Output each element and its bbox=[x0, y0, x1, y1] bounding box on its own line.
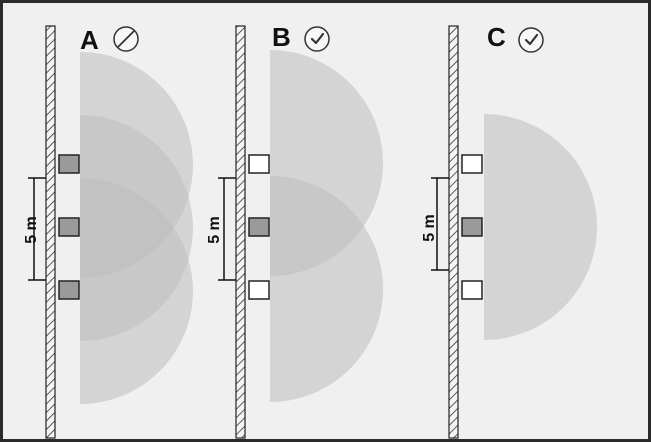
sensors bbox=[248, 154, 270, 300]
coverage-areas bbox=[80, 52, 193, 404]
coverage-zone bbox=[484, 114, 597, 340]
spacing-label: 5 m bbox=[421, 214, 438, 242]
spacing-label: 5 m bbox=[206, 216, 223, 244]
motion-sensor bbox=[461, 217, 483, 237]
coverage-areas bbox=[484, 114, 597, 340]
wall bbox=[235, 25, 246, 439]
motion-sensor bbox=[461, 280, 483, 300]
motion-sensor bbox=[58, 217, 80, 237]
wall bbox=[45, 25, 56, 439]
wall bbox=[448, 25, 459, 439]
motion-sensor bbox=[58, 154, 80, 174]
panel-label: A bbox=[80, 25, 99, 55]
checkmark-icon bbox=[518, 27, 544, 53]
sensors bbox=[461, 154, 483, 300]
checkmark-icon bbox=[304, 26, 330, 52]
motion-sensor bbox=[248, 280, 270, 300]
panel-c: 5 m C bbox=[421, 22, 597, 439]
coverage-zone bbox=[80, 178, 193, 404]
panel-a: 5 m A bbox=[23, 25, 193, 439]
motion-sensor bbox=[248, 154, 270, 174]
panel-label: B bbox=[272, 22, 291, 52]
spacing-label: 5 m bbox=[23, 216, 40, 244]
spacing-dimension: 5 m bbox=[421, 177, 449, 271]
panel-b: 5 m B bbox=[206, 22, 383, 439]
coverage-areas bbox=[270, 50, 383, 402]
motion-sensor bbox=[461, 154, 483, 174]
panel-label: C bbox=[487, 22, 506, 52]
spacing-dimension: 5 m bbox=[23, 177, 46, 281]
spacing-dimension: 5 m bbox=[206, 177, 236, 281]
sensors bbox=[58, 154, 80, 300]
coverage-zone bbox=[270, 176, 383, 402]
motion-sensor bbox=[248, 217, 270, 237]
prohibited-icon bbox=[113, 26, 139, 52]
motion-sensor bbox=[58, 280, 80, 300]
